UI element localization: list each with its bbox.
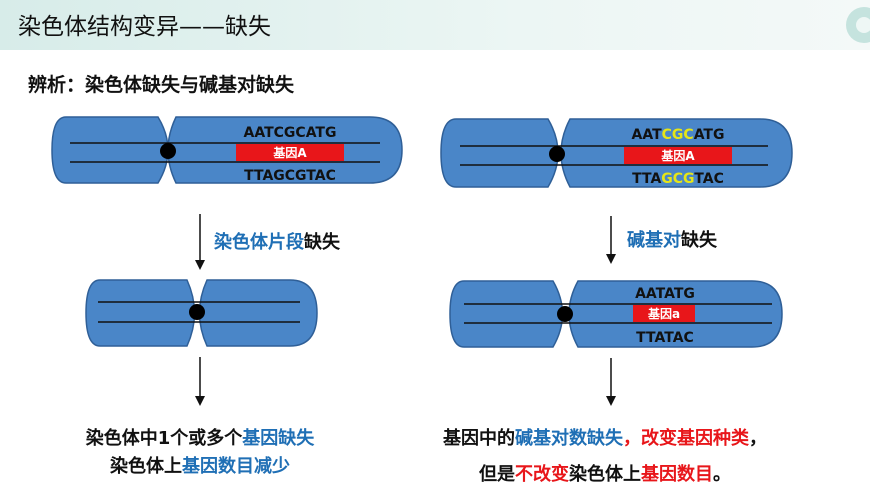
left-del-long-arm <box>198 279 318 347</box>
right-seq-bottom-highlight: GCG <box>661 171 694 187</box>
subtitle: 辨析：染色体缺失与碱基对缺失 <box>28 74 295 96</box>
slide-title: 染色体结构变异——缺失 <box>18 14 271 40</box>
left-arrow-2 <box>195 357 205 406</box>
right-short-arm <box>440 118 559 188</box>
left-del-short-arm <box>85 279 196 347</box>
right-mut-seq-top: AATATG <box>635 286 695 302</box>
left-arrow-label: 染色体片段缺失 <box>214 232 340 253</box>
left-seq-top: AATCGCATG <box>244 125 337 141</box>
right-chromosome-mutated <box>449 280 783 348</box>
left-del-centromere <box>189 304 205 320</box>
right-arrow-2 <box>606 358 616 406</box>
left-conclusion-line2: 染色体上基因数目减少 <box>110 456 290 477</box>
left-gene-a-box <box>236 144 344 161</box>
right-gene-small-a-box <box>633 305 695 322</box>
right-mut-short-arm <box>449 280 564 348</box>
left-chromosome-normal <box>51 116 403 184</box>
right-arrow-label: 碱基对缺失 <box>627 230 717 251</box>
right-gene-a-box <box>624 147 732 164</box>
left-short-arm <box>51 116 169 184</box>
right-seq-top-highlight: CGC <box>662 127 694 143</box>
right-centromere <box>549 146 565 162</box>
right-arrow-1 <box>606 216 616 264</box>
right-mut-seq-bottom: TTATAC <box>636 330 694 346</box>
left-seq-bottom: TTAGCGTAC <box>244 168 336 184</box>
gear-decoration-icon <box>846 7 870 43</box>
right-chromosome-normal <box>440 118 793 188</box>
right-seq-bottom: TTAGCGTAC <box>632 171 724 187</box>
right-seq-top: AATCGCATG <box>632 127 725 143</box>
right-mut-centromere <box>557 306 573 322</box>
left-gene-label: 基因A <box>272 145 307 160</box>
left-chromosome-deleted <box>85 279 318 347</box>
right-mut-gene-label: 基因a <box>647 306 680 321</box>
left-centromere <box>160 143 176 159</box>
right-gene-label: 基因A <box>660 148 695 163</box>
left-conclusion-line1: 染色体中1个或多个基因缺失 <box>85 428 315 449</box>
right-conclusion-line2: 但是不改变染色体上基因数目。 <box>479 464 731 485</box>
left-arrow-1 <box>195 214 205 270</box>
right-conclusion-line1: 基因中的碱基对数缺失，改变基因种类， <box>443 428 767 449</box>
slide-header: 染色体结构变异——缺失 <box>0 0 870 50</box>
